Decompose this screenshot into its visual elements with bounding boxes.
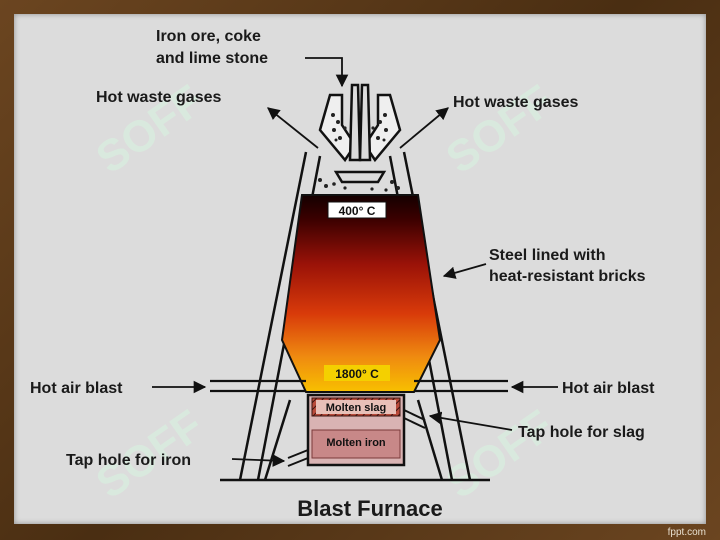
molten-slag-label-bg xyxy=(316,400,396,414)
lining-label-line1: Steel lined with xyxy=(489,247,605,264)
lining-arrow xyxy=(442,263,487,279)
hot-air-pipes xyxy=(210,379,508,393)
waste-right-arrow xyxy=(399,107,449,149)
temp-top-label: 400° C xyxy=(339,204,376,218)
tap-slag-arrow xyxy=(428,411,513,431)
input-label-line2: and lime stone xyxy=(156,50,268,67)
temp-top-badge xyxy=(327,201,387,219)
hopper xyxy=(318,83,402,184)
molten-iron-label: Molten iron xyxy=(326,437,386,449)
footer-credit: fppt.com xyxy=(667,527,706,538)
air-left-label: Hot air blast xyxy=(30,380,123,397)
tap-slag-label: Tap hole for slag xyxy=(518,424,645,441)
input-label-line1: Iron ore, coke xyxy=(156,28,261,45)
waste-left-label: Hot waste gases xyxy=(96,89,221,106)
temp-bottom-badge xyxy=(324,365,390,381)
waste-left-arrow xyxy=(267,107,319,149)
pointer-arrows xyxy=(152,57,558,467)
molten-iron-layer xyxy=(311,429,401,459)
tap-iron-arrow xyxy=(231,454,286,467)
temp-bottom-label: 1800° C xyxy=(335,367,379,381)
molten-slag-label: Molten slag xyxy=(326,402,387,414)
tap-holes xyxy=(287,409,426,467)
diagram-title: Blast Furnace xyxy=(297,496,443,521)
diagram-labels: Iron ore, coke and lime stone Hot waste … xyxy=(30,28,655,469)
charge-particles xyxy=(318,113,400,192)
input-arrow xyxy=(305,57,349,88)
watermark-text-2: SOFF xyxy=(438,76,562,183)
waste-right-label: Hot waste gases xyxy=(453,94,578,111)
air-right-label: Hot air blast xyxy=(562,380,655,397)
tap-iron-label: Tap hole for iron xyxy=(66,452,191,469)
lining-label-line2: heat-resistant bricks xyxy=(489,268,646,285)
furnace-hot-zone xyxy=(280,194,442,393)
